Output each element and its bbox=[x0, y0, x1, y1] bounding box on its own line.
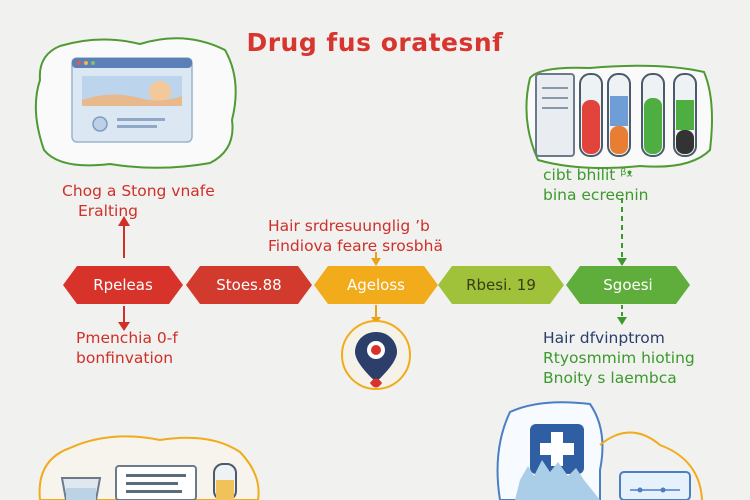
clipboard-chart-icon bbox=[115, 463, 237, 500]
step-chevron-4: Rbesi. 19 bbox=[438, 266, 564, 304]
step-chevron-5: Sgoesi bbox=[566, 266, 690, 304]
step-chevron-3: Ageloss bbox=[314, 266, 438, 304]
caption-line: Hair srdresuunglig ʼb bbox=[268, 217, 430, 235]
caption-line: Chog a Stong vnafe bbox=[62, 182, 215, 200]
caption-top-middle: Hair srdresuunglig ʼb Findiova feare sro… bbox=[268, 216, 443, 256]
connector-lines bbox=[118, 198, 627, 331]
test-tubes-icon bbox=[525, 64, 713, 169]
caption-line: Eralting bbox=[78, 202, 139, 220]
page-title: Drug fus oratesnẝ bbox=[246, 28, 504, 57]
caption-line: Bnoity s laembca bbox=[543, 369, 677, 387]
caption-top-left: Chog a Stong vnafe Eralting bbox=[62, 181, 215, 221]
caption-line: cibt bhilit ᵝᵜ bbox=[543, 166, 633, 184]
caption-line: Pmenchia 0-f bbox=[76, 329, 178, 347]
caption-bottom-right: Hair dfvinptrom Rtyosmmim hioting Bnoity… bbox=[543, 328, 695, 388]
caption-top-right: cibt bhilit ᵝᵜ bina ecreenin bbox=[543, 165, 649, 205]
caption-line: Rtyosmmim hioting bbox=[543, 349, 695, 367]
location-pin-icon bbox=[341, 320, 411, 390]
step-chevron-2: Stoes.88 bbox=[186, 266, 312, 304]
caption-line: bonfinvation bbox=[76, 349, 174, 367]
medical-cross-icon bbox=[496, 401, 703, 500]
step-chevron-1: Rpeleas bbox=[63, 266, 183, 304]
caption-line: Hair dfvinptrom bbox=[543, 329, 665, 347]
caption-bottom-left: Pmenchia 0-f bonfinvation bbox=[76, 328, 178, 368]
caption-line: bina ecreenin bbox=[543, 186, 649, 204]
browser-window-icon bbox=[34, 37, 237, 169]
caption-line: Findiova feare srosbhä bbox=[268, 237, 443, 255]
